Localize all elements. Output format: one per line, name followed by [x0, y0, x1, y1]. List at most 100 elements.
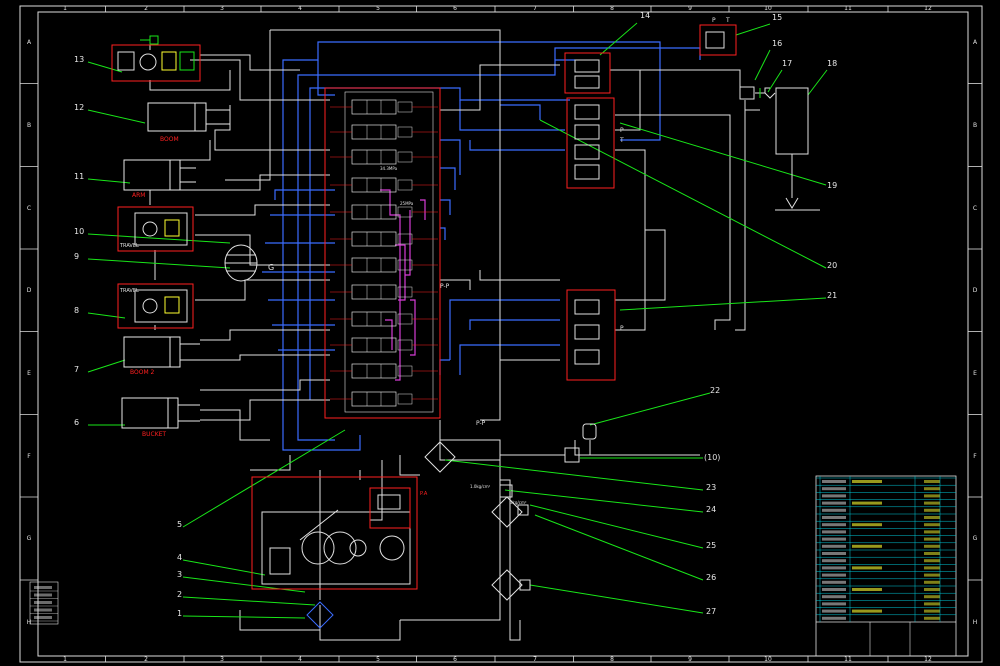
callout-number: 27 [706, 607, 716, 616]
pilot-lines-magenta [380, 189, 426, 381]
callout-number: 6 [74, 418, 79, 427]
callout-number: 18 [827, 59, 837, 68]
center-joint-9: G [224, 244, 274, 282]
callout-number: 19 [827, 181, 837, 190]
bill-of-materials [816, 476, 956, 622]
row-index-right: G [973, 535, 978, 542]
ref-10-label: (10) [704, 453, 720, 462]
boom2-cylinder-tag: BOOM 2 [130, 369, 155, 376]
callout-number: 11 [74, 172, 84, 181]
valve-spools [330, 99, 438, 407]
travel-tag-8: TRAVEL [119, 288, 139, 294]
row-index-left: B [27, 122, 31, 129]
solenoid-valve-15 [699, 24, 737, 56]
pilot-pump-unit-13 [111, 35, 201, 82]
col-index-top: 7 [533, 5, 537, 12]
right-actuator-group [739, 86, 820, 211]
boom-cylinder-tag: BOOM [160, 136, 179, 143]
row-index-right: F [973, 453, 977, 460]
callout-number: 5 [177, 520, 182, 529]
callout-number: 4 [177, 553, 182, 562]
callout-number: 23 [706, 483, 716, 492]
row-index-right: A [973, 39, 978, 46]
col-index-top: 1 [63, 5, 67, 12]
callout-number: 9 [74, 252, 79, 261]
col-index-bottom: 4 [298, 656, 302, 663]
pilot-valve-14 [564, 52, 611, 94]
callout-number: 14 [640, 11, 650, 20]
callout-number: 13 [74, 55, 84, 64]
col-index-top: 6 [453, 5, 457, 12]
callout-number: 1 [177, 609, 182, 618]
col-index-bottom: 8 [610, 656, 614, 663]
callout-number: 3 [177, 570, 182, 579]
col-index-bottom: 6 [453, 656, 457, 663]
cylinders [121, 102, 230, 429]
row-index-left: H [27, 619, 32, 626]
row-index-right: B [973, 122, 977, 129]
col-index-top: 12 [924, 5, 932, 12]
row-index-right: E [973, 370, 977, 377]
pressure-3kg-label: 3kg/cm² [510, 500, 527, 505]
col-index-top: 2 [144, 5, 148, 12]
col-index-top: 10 [764, 5, 772, 12]
filter-elements [306, 441, 531, 629]
row-index-left: D [27, 287, 32, 294]
col-index-bottom: 1 [63, 656, 67, 663]
relief-25mpa-label: 25MPa [400, 201, 414, 206]
row-index-left: F [27, 453, 31, 460]
travel-tag-10: TRAVEL [119, 243, 139, 249]
pp-label: P-P [440, 283, 450, 290]
port-p-label-2: P [620, 325, 624, 332]
main-lines-white [149, 29, 760, 641]
callout-number: 26 [706, 573, 716, 582]
callout-number: 24 [706, 505, 716, 514]
col-index-top: 5 [376, 5, 380, 12]
row-index-right: C [973, 205, 977, 212]
row-index-left: C [27, 205, 31, 212]
row-index-left: A [27, 39, 32, 46]
pilot-lines-blue [262, 41, 701, 451]
legend-block [29, 581, 59, 625]
row-index-right: D [973, 287, 978, 294]
callout-number: 17 [782, 59, 792, 68]
row-index-left: G [27, 535, 32, 542]
col-index-bottom: 3 [220, 656, 224, 663]
callout-number: 20 [827, 261, 837, 270]
col-index-top: 8 [610, 5, 614, 12]
port-p-label-1: P [620, 127, 624, 134]
col-index-top: 3 [220, 5, 224, 12]
callout-number: 12 [74, 103, 84, 112]
pressure-1kg-label: 1.0kg/cm² [470, 484, 491, 489]
travel-motor-unit-10 [117, 206, 194, 252]
title-block [815, 475, 957, 657]
pilot-valve-21 [566, 289, 616, 381]
legend-rows [30, 586, 58, 622]
callout-number: 2 [177, 590, 182, 599]
component-22 [564, 423, 597, 463]
pilot-valve-20 [566, 97, 615, 189]
svg-text:G: G [268, 263, 274, 272]
col-index-bottom: 5 [376, 656, 380, 663]
callout-number: 25 [706, 541, 716, 550]
arm-cylinder-tag: ARM [132, 192, 145, 199]
relief-pa-label: P.A [420, 491, 428, 497]
pp-label-2: P-P [476, 420, 486, 427]
drawing-frame [19, 5, 983, 663]
col-index-bottom: 10 [764, 656, 772, 663]
callout-number: 21 [827, 291, 837, 300]
col-index-bottom: 9 [688, 656, 692, 663]
col-index-bottom: 7 [533, 656, 537, 663]
main-control-valve [324, 87, 441, 419]
port-t-label-1: T [619, 137, 624, 144]
col-index-top: 4 [298, 5, 302, 12]
callout-number: 7 [74, 365, 79, 374]
col-index-bottom: 2 [144, 656, 148, 663]
col-index-bottom: 11 [844, 656, 852, 663]
